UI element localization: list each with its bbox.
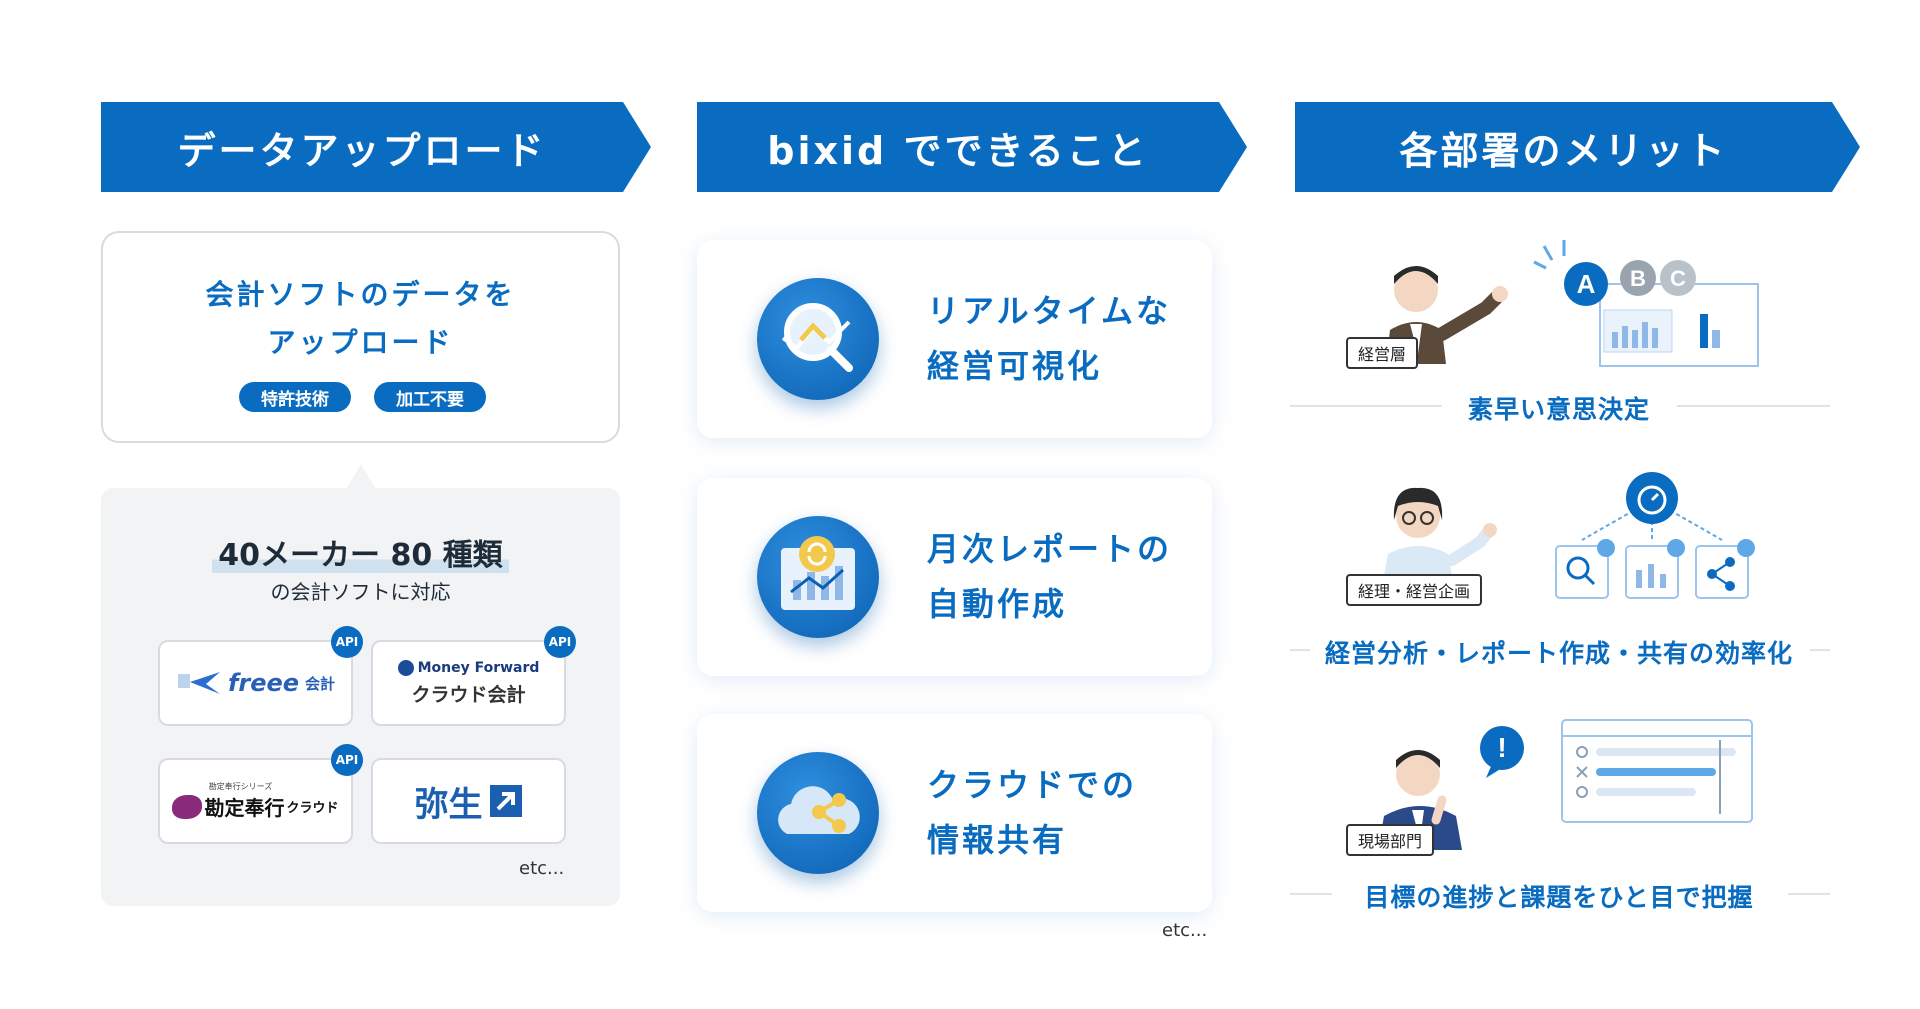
divider-line <box>1290 893 1332 895</box>
merit-benefit-executive: 素早い意思決定 <box>1467 395 1650 424</box>
alert-mark: ! <box>1497 732 1506 763</box>
logo-bugyo: 勘定奉行シリーズ 勘定奉行 クラウド <box>158 758 353 844</box>
feature-icon-visualization <box>757 278 879 400</box>
tag-patent: 特許技術 <box>239 382 351 412</box>
freee-logo: freee 会計 <box>176 668 335 698</box>
cloud-share-icon <box>778 786 860 834</box>
feature-icon-report <box>757 516 879 638</box>
upload-card: 会計ソフトのデータを アップロード 特許技術 加工不要 <box>101 231 620 443</box>
banner-features: bixid でできること <box>697 102 1247 192</box>
logo-yayoi: 弥生 <box>371 758 566 844</box>
alert-bubble-icon: ! <box>1480 726 1524 778</box>
role-executive: 経営層 <box>1346 337 1419 369</box>
divider-line <box>1810 649 1830 651</box>
option-b-label: B <box>1630 266 1646 291</box>
role-field: 現場部門 <box>1346 824 1435 856</box>
support-subtitle: の会計ソフトに対応 <box>270 580 451 604</box>
bugyo-crest-icon <box>172 794 203 819</box>
logo-freee: freee 会計 <box>158 640 353 726</box>
merit-benefit-field: 目標の進捗と課題をひと目で把握 <box>1364 883 1754 912</box>
moneyforward-icon <box>397 659 414 676</box>
feature-card-sharing: クラウドでの 情報共有 <box>697 714 1212 912</box>
feature-icon-sharing <box>757 752 879 874</box>
merit-benefit-accounting: 経営分析・レポート作成・共有の効率化 <box>1324 639 1793 668</box>
yayoi-arrow-icon <box>489 785 522 817</box>
progress-list-icon <box>1561 719 1753 823</box>
api-badge: API <box>544 626 576 658</box>
tag-no-processing: 加工不要 <box>374 382 486 412</box>
upload-title-line2: アップロード <box>267 326 454 359</box>
upload-etc: etc... <box>519 858 565 879</box>
feature-text-sharing: クラウドでの 情報共有 <box>927 766 1138 859</box>
divider-line <box>1290 405 1442 407</box>
abc-decision-icon: A B C <box>1533 240 1759 367</box>
option-c-label: C <box>1670 266 1686 291</box>
support-heading: 40メーカー 80 種類 <box>101 530 620 574</box>
option-a-label: A <box>1577 269 1596 299</box>
feature-card-report: 月次レポートの 自動作成 <box>697 478 1212 676</box>
feature-card-visualization: リアルタイムな 経営可視化 <box>697 240 1212 438</box>
feature-text-visualization: リアルタイムな 経営可視化 <box>927 292 1172 385</box>
upload-title-line1: 会計ソフトのデータを <box>205 278 516 311</box>
api-badge: API <box>331 744 363 776</box>
divider-line <box>1788 893 1830 895</box>
logo-moneyforward: Money Forward クラウド会計 <box>371 640 566 726</box>
banner-upload: データアップロード <box>101 102 651 192</box>
api-badge: API <box>331 626 363 658</box>
speech-pointer <box>347 464 375 488</box>
divider-line <box>1290 649 1310 651</box>
banner-merits: 各部署のメリット <box>1295 102 1860 192</box>
accountant-person-icon <box>1382 487 1497 586</box>
feature-text-report: 月次レポートの 自動作成 <box>927 530 1173 623</box>
upload-title: 会計ソフトのデータを アップロード <box>103 271 618 367</box>
workflow-icon <box>1555 472 1755 599</box>
freee-bird-icon <box>177 672 220 694</box>
report-refresh-icon <box>781 536 855 610</box>
features-etc: etc... <box>1162 920 1208 941</box>
support-panel: 40メーカー 80 種類 の会計ソフトに対応 freee 会計 API Mone… <box>101 488 620 906</box>
magnifier-chart-icon <box>781 303 853 372</box>
role-accounting: 経理・経営企画 <box>1346 574 1483 606</box>
divider-line <box>1677 405 1830 407</box>
